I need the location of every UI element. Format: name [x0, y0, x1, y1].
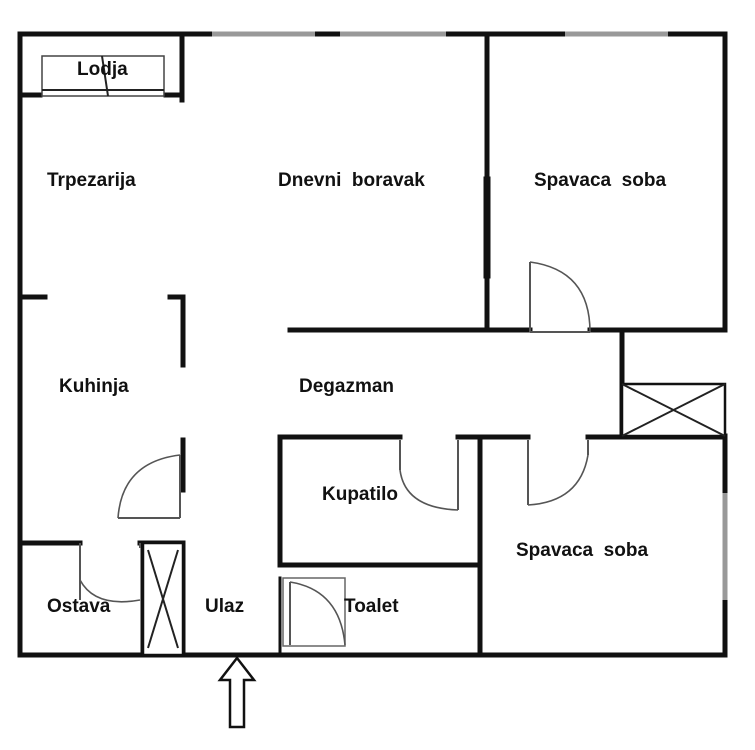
door-kupatilo — [399, 440, 459, 511]
interior-walls — [17, 31, 728, 658]
room-label-trpezarija: Trpezarija — [47, 170, 136, 191]
door-spavaca-1 — [529, 261, 591, 333]
door-spavaca-2 — [527, 440, 589, 506]
room-label-ulaz: Ulaz — [205, 596, 244, 617]
room-label-toalet: Toalet — [344, 596, 399, 617]
lodja-window — [41, 55, 165, 97]
room-label-spavaca-soba-2: Spavaca soba — [516, 540, 648, 561]
top-windows — [212, 31, 728, 600]
room-label-spavaca-soba-1: Spavaca soba — [534, 170, 666, 191]
room-labels: Lodja Trpezarija Dnevni boravak Spavaca … — [47, 59, 666, 617]
room-label-ostava: Ostava — [47, 596, 111, 617]
door-ostava — [79, 543, 141, 603]
room-label-kuhinja: Kuhinja — [59, 376, 129, 397]
entrance-arrow-icon — [217, 655, 257, 729]
room-label-lodja: Lodja — [77, 59, 128, 80]
room-label-degazman: Degazman — [299, 376, 394, 397]
room-label-dnevni-boravak: Dnevni boravak — [278, 170, 425, 191]
room-label-kupatilo: Kupatilo — [322, 484, 398, 505]
door-kuhinja — [117, 454, 181, 519]
door-toalet — [282, 577, 346, 647]
ventilation-shaft-ostava — [141, 541, 185, 657]
ventilation-shaft-east — [620, 382, 727, 438]
outer-walls — [17, 31, 728, 658]
